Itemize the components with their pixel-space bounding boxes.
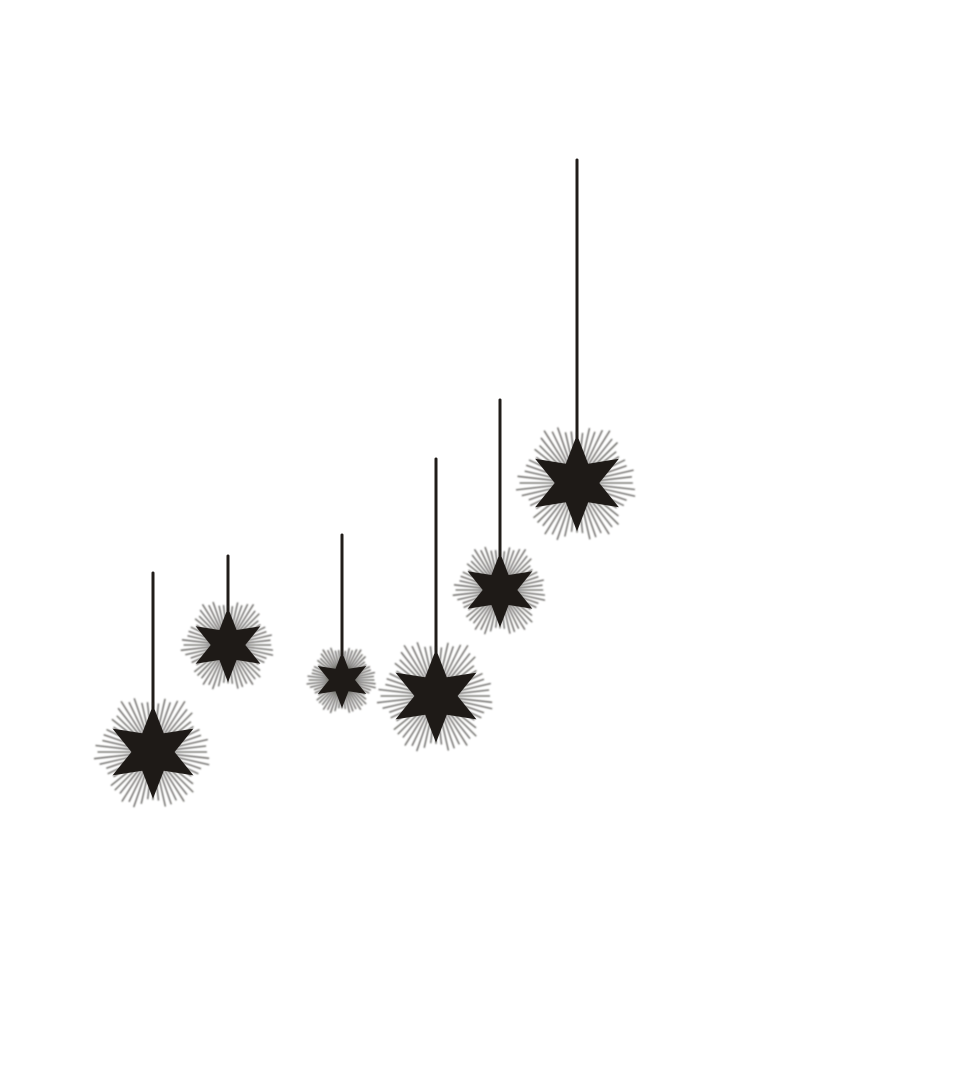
ornament-4 xyxy=(376,457,493,752)
ornament-2 xyxy=(180,554,274,690)
ornaments-group xyxy=(93,158,636,808)
hanging-star-icon xyxy=(317,651,367,709)
hanging-star-icon xyxy=(395,649,477,743)
ornament-6 xyxy=(515,158,636,541)
ornament-5 xyxy=(452,398,546,635)
ornament-3 xyxy=(306,533,376,714)
hanging-star-icon xyxy=(112,705,194,799)
ornament-1 xyxy=(93,571,210,808)
hanging-star-icon xyxy=(535,434,619,532)
hanging-star-icon xyxy=(467,552,533,628)
hanging-star-icon xyxy=(195,607,261,683)
